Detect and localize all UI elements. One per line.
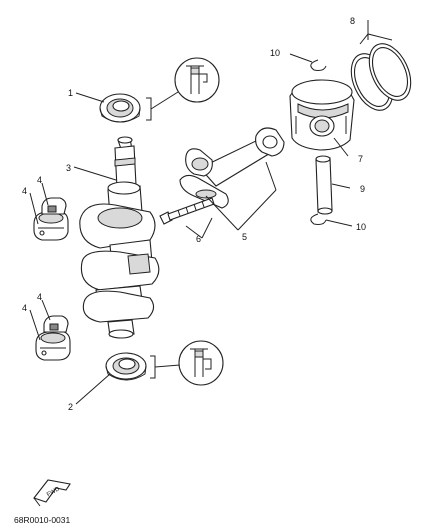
forward-arrow: FWD: [33, 479, 71, 507]
main-bearing-upper-left: [33, 211, 69, 241]
callout-3: 3: [66, 163, 71, 173]
piston-ring-set: [350, 43, 412, 111]
seal-detail-circle-lower: [178, 340, 224, 386]
reference-code: 68R0010-0031: [14, 515, 71, 525]
callout-4-lower-right: 4: [37, 292, 42, 302]
callout-4-upper-right: 4: [37, 175, 42, 185]
callout-10-upper: 10: [270, 48, 280, 58]
callout-2: 2: [68, 402, 73, 412]
callout-9: 9: [360, 184, 365, 194]
seal-orientation-bracket-lower: [150, 355, 181, 379]
main-bearing-lower-left: [35, 331, 71, 361]
piston: [289, 79, 355, 151]
rod-bolt: [159, 197, 215, 225]
callout-7: 7: [358, 154, 363, 164]
oil-seal-upper: [99, 93, 141, 123]
callout-1: 1: [68, 88, 73, 98]
callout-10-lower: 10: [356, 222, 366, 232]
seal-detail-circle-upper: [174, 57, 220, 103]
oil-seal-lower: [105, 352, 147, 381]
circlip-upper: [310, 59, 327, 71]
piston-pin: [315, 155, 333, 215]
crankshaft: [79, 136, 160, 339]
circlip-lower: [310, 213, 327, 225]
callout-4-lower-left: 4: [22, 303, 27, 313]
connecting-rod-cap: [179, 174, 229, 209]
callout-4-upper-left: 4: [22, 186, 27, 196]
callout-5: 5: [242, 232, 247, 242]
piston-ring-bracket: [359, 20, 393, 45]
connecting-rod: [185, 127, 285, 187]
seal-orientation-bracket-upper: [146, 91, 179, 121]
main-bearing-upper-right: [41, 197, 67, 215]
main-bearing-lower-right: [43, 315, 69, 333]
leader-lines: [29, 53, 353, 405]
callout-8: 8: [350, 16, 355, 26]
callout-6: 6: [196, 234, 201, 244]
